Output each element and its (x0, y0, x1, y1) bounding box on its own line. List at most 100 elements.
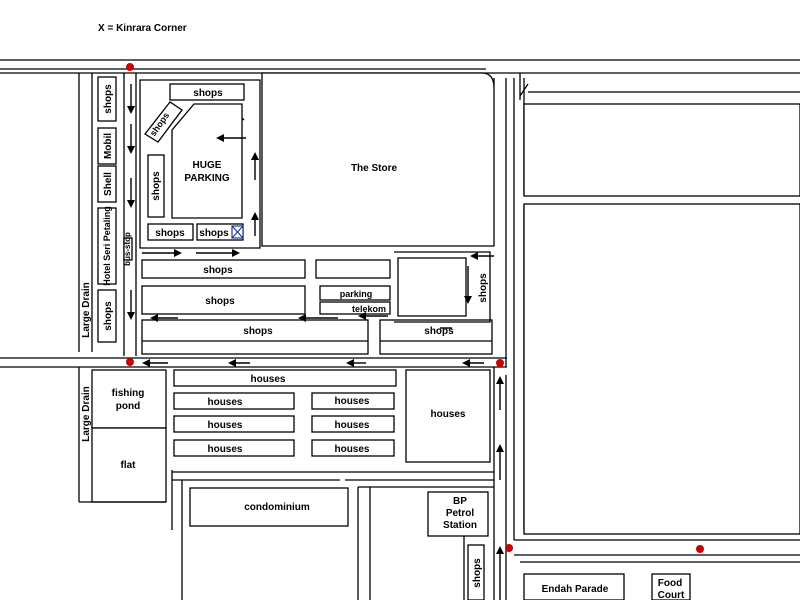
label-petrol: Petrol (446, 508, 475, 519)
arrow-left (462, 359, 484, 367)
label-the-store: The Store (351, 163, 398, 174)
arrow-right (196, 249, 240, 257)
shops-bottom-left-block (147, 223, 194, 241)
junction-marker (505, 544, 513, 552)
junction-marker (496, 359, 504, 367)
label-condominium: condominium (244, 502, 310, 513)
shops-top-block (169, 83, 245, 101)
kinrara-corner-marker (231, 225, 244, 239)
bp-petrol-block (427, 491, 489, 537)
shops-row3-right-block (379, 319, 493, 355)
arrow-down (127, 84, 135, 114)
traffic-arrows (127, 84, 504, 600)
label-shell: Shell (103, 172, 114, 196)
arrow-left (346, 359, 366, 367)
houses-a1-block (173, 392, 295, 410)
arrow-left (298, 314, 338, 322)
map-legend: X = Kinrara Corner (98, 23, 187, 34)
mobil-block (97, 127, 117, 165)
map-labels: shops shops HUGE PARKING shops shops sho… (81, 84, 685, 600)
junction-marker (126, 358, 134, 366)
label-shops-kinrara: shops (199, 228, 229, 239)
label-station: Station (443, 520, 477, 531)
label-large-drain-2: Large Drain (81, 386, 92, 442)
label-shops-row1: shops (203, 265, 233, 276)
label-houses-a2: houses (207, 420, 242, 431)
junction-markers (126, 63, 704, 553)
label-houses-row1: houses (250, 374, 285, 385)
east-big-block-2 (523, 203, 800, 535)
houses-b3-block (311, 439, 395, 457)
label-shops-west-1: shops (103, 84, 114, 114)
junction-marker (696, 545, 704, 553)
label-houses-a3: houses (207, 444, 242, 455)
label-houses-a1: houses (207, 397, 242, 408)
empty-block (315, 259, 391, 279)
label-houses-b3: houses (334, 444, 369, 455)
shops-row1-block (141, 259, 306, 279)
shops-diagonal-block (144, 101, 183, 143)
telekom-block (319, 301, 391, 315)
label-shops-row3: shops (243, 326, 273, 337)
label-food: Food (658, 578, 682, 589)
label-parking-huge: PARKING (184, 173, 230, 184)
shops-west-2-block (97, 289, 117, 343)
label-shops-south: shops (472, 558, 483, 588)
label-court: Court (658, 590, 685, 600)
arrow-down (127, 290, 135, 320)
label-houses-b2: houses (334, 420, 369, 431)
arrow-left (150, 314, 178, 322)
bus-stop-block (123, 237, 133, 261)
label-shops-right-vert: shops (478, 273, 489, 303)
label-parking: parking (340, 289, 373, 299)
junction-marker (126, 63, 134, 71)
label-large-drain-1: Large Drain (81, 282, 92, 338)
arrow-down (127, 124, 135, 154)
square-block (397, 257, 467, 317)
houses-b2-block (311, 415, 395, 433)
arrow-up (496, 444, 504, 480)
label-bus-stop: bus-stop (123, 232, 132, 266)
shops-row2-block (141, 285, 306, 315)
arrow-up (251, 212, 259, 236)
arrow-left (228, 359, 250, 367)
the-store-building (261, 72, 495, 247)
hotel-block (97, 207, 117, 285)
label-pond: pond (116, 401, 140, 412)
label-flat: flat (121, 460, 137, 471)
label-bp: BP (453, 496, 467, 507)
houses-a3-block (173, 439, 295, 457)
endah-parade-block (523, 573, 625, 600)
arrow-up (496, 376, 504, 410)
label-shops-row2: shops (205, 296, 235, 307)
shops-vert-block (147, 154, 165, 218)
label-shops-row3-right: shops (424, 326, 454, 337)
label-endah-parade: Endah Parade (542, 584, 609, 595)
east-big-block-1 (523, 103, 800, 197)
label-shops-top: shops (193, 88, 223, 99)
arrow-up (496, 546, 504, 600)
blocks (78, 72, 800, 600)
houses-b1-block (311, 392, 395, 410)
label-shops-vert: shops (151, 171, 162, 201)
arrow-left (142, 359, 168, 367)
arrow-down (464, 266, 472, 304)
condominium-block (189, 487, 349, 527)
label-shops-bottom-left: shops (155, 228, 185, 239)
fishing-pond-block (91, 369, 167, 429)
shops-west-1-block (97, 76, 117, 122)
arrow-left (216, 134, 246, 142)
flat-block (91, 427, 167, 503)
label-hotel: Hotel Seri Petaling (102, 206, 112, 286)
arrow-left (358, 312, 388, 320)
label-houses-big: houses (430, 409, 465, 420)
houses-big-block (405, 369, 491, 463)
label-shops-west-2: shops (103, 301, 114, 331)
shops-south-block (467, 544, 485, 600)
label-huge: HUGE (193, 160, 222, 171)
food-court-block (651, 573, 691, 600)
shops-row3-block (141, 319, 369, 355)
label-houses-b1: houses (334, 396, 369, 407)
label-mobil: Mobil (103, 133, 114, 159)
